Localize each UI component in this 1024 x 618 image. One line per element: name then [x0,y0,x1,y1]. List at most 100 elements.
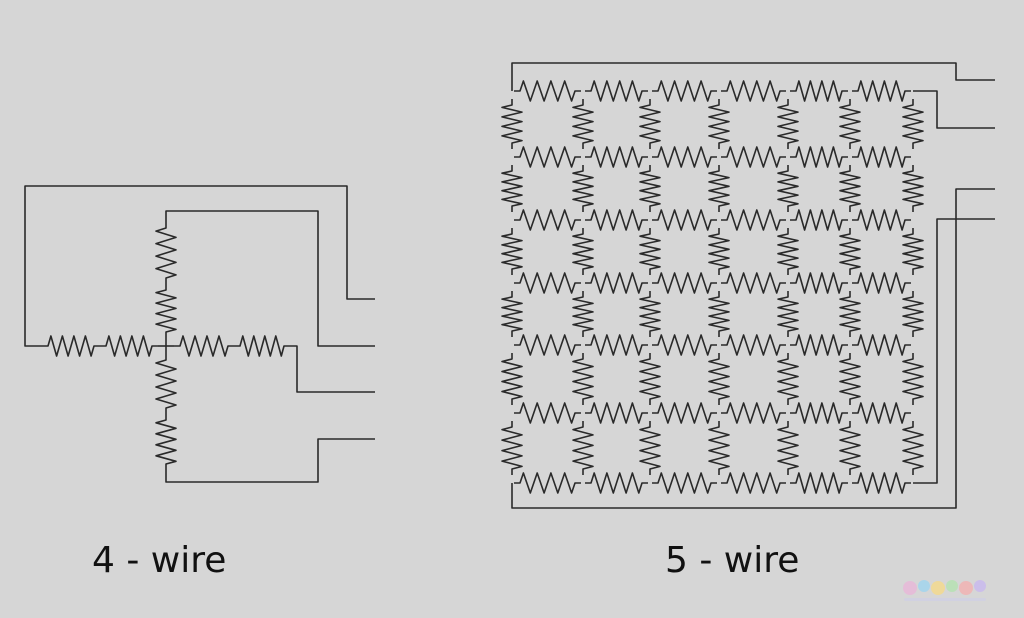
grid-resistor-h-2-4 [790,209,848,231]
grid-resistor-h-0-4 [790,80,848,102]
wire-top-inner [165,210,375,347]
grid-resistor-h-4-1 [585,334,648,356]
grid-resistor-h-2-3 [721,209,786,231]
grid-resistor-h-6-2 [652,472,717,494]
grid-resistor-v-1-6 [902,165,924,212]
grid-resistor-h-4-0 [514,334,581,356]
grid-resistor-h-3-0 [514,272,581,294]
grid-resistor-v-3-0 [501,291,523,337]
five-wire-circuit [501,62,995,509]
grid-resistor-v-1-5 [839,165,861,212]
grid-resistor-v-2-5 [839,228,861,275]
grid-resistor-v-2-6 [902,228,924,275]
grid-resistor-v-4-2 [639,353,661,405]
grid-resistor-h-5-2 [652,402,717,424]
wire-right-bottom [290,345,375,393]
grid-resistor-v-3-2 [639,291,661,337]
grid-resistor-h-6-0 [514,472,581,494]
grid-resistor-h-1-2 [652,146,717,168]
grid-resistor-v-1-0 [501,165,523,212]
grid-resistor-h-6-4 [790,472,848,494]
grid-resistor-h-4-4 [790,334,848,356]
resistor-bottom-2 [155,414,177,470]
grid-resistor-h-0-2 [652,80,717,102]
grid-resistor-v-0-2 [639,99,661,149]
grid-resistor-v-2-4 [777,228,799,275]
grid-resistor-v-3-3 [708,291,730,337]
grid-resistor-h-3-5 [852,272,911,294]
grid-resistor-h-3-4 [790,272,848,294]
grid-resistor-h-4-3 [721,334,786,356]
grid-resistor-v-4-3 [708,353,730,405]
grid-resistor-v-4-0 [501,353,523,405]
grid-resistor-h-2-5 [852,209,911,231]
grid-resistor-h-5-0 [514,402,581,424]
resistor-right-2 [234,335,290,357]
grid-resistor-v-0-6 [902,99,924,149]
resistor-top-1 [155,222,177,284]
resistor-left-2 [100,335,158,357]
grid-resistor-h-0-3 [721,80,786,102]
grid-resistor-v-4-6 [902,353,924,405]
grid-resistor-h-6-1 [585,472,648,494]
grid-resistor-h-1-1 [585,146,648,168]
grid-resistor-v-4-5 [839,353,861,405]
grid-resistor-h-0-0 [514,80,581,102]
grid-resistor-v-5-4 [777,421,799,475]
wire-right-upper [913,90,995,129]
wire-right-lower [913,218,995,484]
grid-resistor-v-1-1 [572,165,594,212]
grid-resistor-h-1-5 [852,146,911,168]
grid-resistor-h-2-1 [585,209,648,231]
grid-resistor-v-2-3 [708,228,730,275]
grid-resistor-v-5-1 [572,421,594,475]
grid-resistor-h-4-5 [852,334,911,356]
grid-resistor-h-1-4 [790,146,848,168]
grid-resistor-v-1-2 [639,165,661,212]
grid-resistor-v-0-1 [572,99,594,149]
grid-resistor-v-0-3 [708,99,730,149]
grid-resistor-h-1-3 [721,146,786,168]
wire-top-outer [24,185,375,347]
grid-resistor-h-0-1 [585,80,648,102]
grid-resistor-v-5-6 [902,421,924,475]
grid-resistor-v-5-2 [639,421,661,475]
grid-resistor-h-0-5 [852,80,911,102]
five-wire-label: 5 - wire [665,540,800,581]
grid-resistor-v-1-3 [708,165,730,212]
grid-resistor-h-1-0 [514,146,581,168]
grid-resistor-h-3-2 [652,272,717,294]
grid-resistor-h-5-5 [852,402,911,424]
grid-resistor-v-5-0 [501,421,523,475]
resistor-bottom-1 [155,354,177,414]
wire-bottom-frame [511,188,995,509]
grid-resistor-v-3-4 [777,291,799,337]
grid-resistor-v-3-1 [572,291,594,337]
grid-resistor-h-2-0 [514,209,581,231]
grid-resistor-v-4-4 [777,353,799,405]
grid-resistor-v-2-1 [572,228,594,275]
grid-resistor-v-2-2 [639,228,661,275]
grid-resistor-h-6-3 [721,472,786,494]
four-wire-circuit [24,185,375,483]
grid-resistor-v-5-5 [839,421,861,475]
grid-resistor-h-5-4 [790,402,848,424]
grid-resistor-h-2-2 [652,209,717,231]
grid-resistor-h-3-3 [721,272,786,294]
resistor-top-2 [155,284,177,338]
grid-resistor-v-2-0 [501,228,523,275]
grid-resistor-h-3-1 [585,272,648,294]
wire-bottom [165,438,375,483]
grid-resistor-h-4-2 [652,334,717,356]
resistor-right-1 [174,335,234,357]
grid-resistor-v-3-5 [839,291,861,337]
grid-resistor-h-5-3 [721,402,786,424]
grid-resistor-v-0-4 [777,99,799,149]
grid-resistor-h-5-1 [585,402,648,424]
grid-resistor-h-6-5 [852,472,911,494]
grid-resistor-v-4-1 [572,353,594,405]
grid-resistor-v-5-3 [708,421,730,475]
grid-resistor-v-0-5 [839,99,861,149]
watermark-logo-icon [903,580,986,601]
